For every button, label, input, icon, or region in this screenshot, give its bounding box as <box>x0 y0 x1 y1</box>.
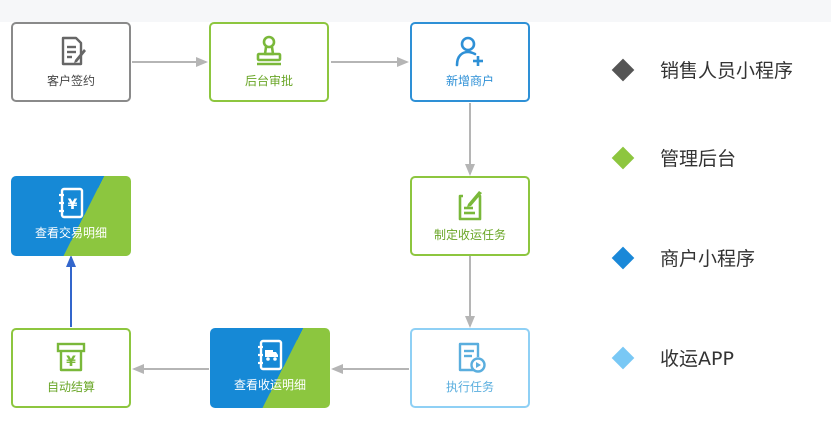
legend-label: 管理后台 <box>660 148 737 170</box>
node-view-collection-details[interactable]: 查看收运明细 <box>210 328 330 408</box>
node-label: 查看交易明细 <box>34 226 107 240</box>
node-customer-sign[interactable]: 客户签约 <box>11 22 131 102</box>
yuan-notebook-icon: ¥ <box>59 187 84 219</box>
node-label: 客户签约 <box>46 74 95 88</box>
play-document-icon <box>458 342 486 373</box>
top-band <box>0 0 831 22</box>
node-label: 查看收运明细 <box>233 378 306 392</box>
node-label: 执行任务 <box>445 380 494 394</box>
node-create-collection-task[interactable]: 制定收运任务 <box>410 176 530 256</box>
document-edit-icon <box>61 36 86 66</box>
node-auto-settlement[interactable]: ¥ 自动结算 <box>11 328 131 408</box>
svg-text:¥: ¥ <box>68 197 78 213</box>
legend-label: 收运APP <box>660 348 734 370</box>
node-label: 自动结算 <box>46 380 95 394</box>
node-execute-task[interactable]: 执行任务 <box>410 328 530 408</box>
node-backend-approval[interactable]: 后台审批 <box>209 22 329 102</box>
yuan-box-icon: ¥ <box>56 342 86 372</box>
stamp-icon <box>256 35 282 66</box>
legend-label: 商户小程序 <box>660 248 756 270</box>
node-label: 制定收运任务 <box>433 228 506 242</box>
node-view-transaction-details[interactable]: ¥ 查看交易明细 <box>11 176 131 256</box>
legend-label: 销售人员小程序 <box>660 60 794 82</box>
node-label: 新增商户 <box>445 74 494 88</box>
node-label: 后台审批 <box>244 74 293 88</box>
clipboard-edit-icon <box>458 191 482 221</box>
user-add-icon <box>455 36 483 67</box>
svg-text:¥: ¥ <box>66 354 76 370</box>
node-add-merchant[interactable]: 新增商户 <box>410 22 530 102</box>
truck-notebook-icon <box>258 339 283 371</box>
